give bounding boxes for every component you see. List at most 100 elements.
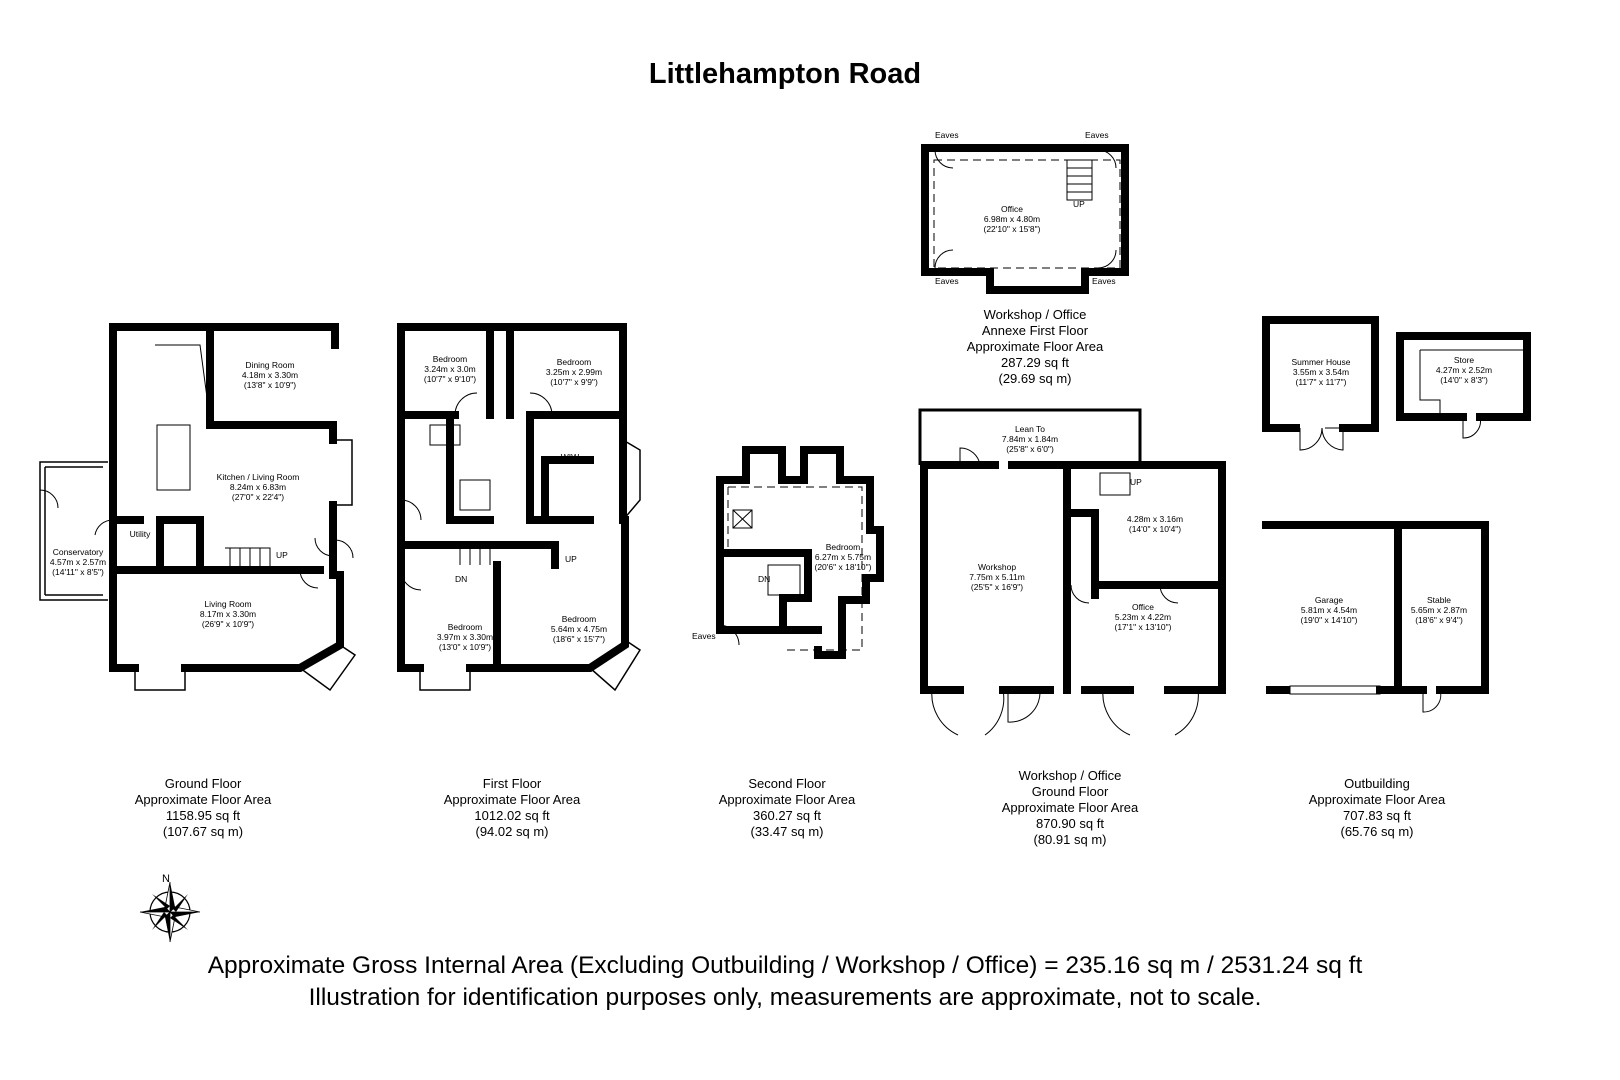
- room-label-conservatory: Conservatory 4.57m x 2.57m (14'11" x 8'5…: [50, 547, 106, 577]
- room-label-stable: Stable 5.65m x 2.87m (18'6" x 9'4"): [1411, 595, 1467, 625]
- room-label-lean-to: Lean To 7.84m x 1.84m (25'8" x 6'0"): [1002, 424, 1058, 454]
- svg-text:(25'8" x 6'0"): (25'8" x 6'0"): [1006, 444, 1054, 454]
- svg-text:(10'7" x 9'9"): (10'7" x 9'9"): [550, 377, 598, 387]
- svg-text:3.25m x 2.99m: 3.25m x 2.99m: [546, 367, 602, 377]
- eaves-label: Eaves: [935, 130, 959, 140]
- room-label-bedroom: Bedroom 5.64m x 4.75m (18'6" x 15'7"): [551, 614, 607, 644]
- stairs-up-label: UP: [1073, 199, 1085, 209]
- disclaimer-note: Illustration for identification purposes…: [308, 984, 1262, 1011]
- room-label-office: Office 5.23m x 4.22m (17'1" x 13'10"): [1114, 602, 1171, 632]
- second-floor-plan: DN Eaves Bedroom 6.27m x 5.75m (20'6" x …: [692, 446, 884, 659]
- plan-title: Littlehampton Road: [648, 58, 922, 90]
- svg-text:4.28m x 3.16m: 4.28m x 3.16m: [1127, 514, 1183, 524]
- svg-text:(27'0" x 22'4"): (27'0" x 22'4"): [232, 492, 284, 502]
- room-label-summer-house: Summer House 3.55m x 3.54m (11'7" x 11'7…: [1291, 357, 1350, 387]
- svg-text:(22'10" x 15'8"): (22'10" x 15'8"): [983, 224, 1040, 234]
- svg-text:5.23m x 4.22m: 5.23m x 4.22m: [1115, 612, 1171, 622]
- svg-text:3.97m x 3.30m: 3.97m x 3.30m: [437, 632, 493, 642]
- svg-text:(13'0" x 10'9"): (13'0" x 10'9"): [439, 642, 491, 652]
- room-label-bedroom: Bedroom 6.27m x 5.75m (20'6" x 18'10"): [814, 542, 871, 572]
- stairs-down-label: DN: [758, 574, 770, 584]
- svg-text:6.98m x 4.80m: 6.98m x 4.80m: [984, 214, 1040, 224]
- workshop-ground-floor-plan: UP Lean To 7.84m x 1.84m (25'8" x 6'0") …: [918, 408, 1226, 736]
- svg-text:Bedroom: Bedroom: [448, 622, 483, 632]
- svg-text:(19'0" x 14'10"): (19'0" x 14'10"): [1300, 615, 1357, 625]
- stairs-up-label: UP: [276, 550, 288, 560]
- svg-text:Lean To: Lean To: [1015, 424, 1045, 434]
- svg-text:Bedroom: Bedroom: [562, 614, 597, 624]
- svg-text:(14'0" x 8'3"): (14'0" x 8'3"): [1440, 375, 1488, 385]
- svg-text:(17'1" x 13'10"): (17'1" x 13'10"): [1114, 622, 1171, 632]
- eaves-label: Eaves: [692, 631, 716, 641]
- svg-text:Bedroom: Bedroom: [433, 354, 468, 364]
- svg-text:Stable: Stable: [1427, 595, 1451, 605]
- svg-text:5.64m x 4.75m: 5.64m x 4.75m: [551, 624, 607, 634]
- svg-text:4.18m x 3.30m: 4.18m x 3.30m: [242, 370, 298, 380]
- svg-text:3.24m x 3.0m: 3.24m x 3.0m: [424, 364, 476, 374]
- svg-text:Summer House: Summer House: [1291, 357, 1350, 367]
- svg-text:(13'8" x 10'9"): (13'8" x 10'9"): [244, 380, 296, 390]
- svg-text:5.81m x 4.54m: 5.81m x 4.54m: [1301, 605, 1357, 615]
- svg-text:8.24m x 6.83m: 8.24m x 6.83m: [230, 482, 286, 492]
- outbuilding-plan: Summer House 3.55m x 3.54m (11'7" x 11'7…: [1262, 316, 1531, 713]
- svg-text:(20'6" x 18'10"): (20'6" x 18'10"): [814, 562, 871, 572]
- room-label-room: 4.28m x 3.16m (14'0" x 10'4"): [1127, 514, 1183, 534]
- svg-text:7.75m x 5.11m: 7.75m x 5.11m: [969, 572, 1025, 582]
- room-label-utility: Utility: [130, 529, 152, 539]
- room-label-bedroom: Bedroom 3.24m x 3.0m (10'7" x 9'10"): [424, 354, 476, 384]
- eaves-label: Eaves: [1085, 130, 1109, 140]
- first-floor-plan: Bedroom 3.24m x 3.0m (10'7" x 9'10") Bed…: [397, 323, 642, 692]
- svg-text:4.57m x 2.57m: 4.57m x 2.57m: [50, 557, 106, 567]
- svg-text:Living Room: Living Room: [204, 599, 251, 609]
- svg-text:7.84m x 1.84m: 7.84m x 1.84m: [1002, 434, 1058, 444]
- svg-text:(26'9" x 10'9"): (26'9" x 10'9"): [202, 619, 254, 629]
- svg-text:4.27m x 2.52m: 4.27m x 2.52m: [1436, 365, 1492, 375]
- svg-text:(18'6" x 9'4"): (18'6" x 9'4"): [1415, 615, 1463, 625]
- svg-text:(25'5" x 16'9"): (25'5" x 16'9"): [971, 582, 1023, 592]
- svg-text:(10'7" x 9'10"): (10'7" x 9'10"): [424, 374, 476, 384]
- svg-text:Bedroom: Bedroom: [557, 357, 592, 367]
- room-label-workshop: Workshop 7.75m x 5.11m (25'5" x 16'9"): [969, 562, 1025, 592]
- svg-text:(11'7" x 11'7"): (11'7" x 11'7"): [1295, 377, 1346, 387]
- stairs-up-label: UP: [565, 554, 577, 564]
- svg-text:6.27m x 5.75m: 6.27m x 5.75m: [815, 552, 871, 562]
- stairs-down-label: DN: [455, 574, 467, 584]
- ground-floor-plan: Dining Room 4.18m x 3.30m (13'8" x 10'9"…: [39, 323, 357, 692]
- room-label-bedroom: Bedroom 3.25m x 2.99m (10'7" x 9'9"): [546, 357, 602, 387]
- north-label: N: [162, 873, 170, 885]
- svg-text:Bedroom: Bedroom: [826, 542, 861, 552]
- north-compass-icon: N: [139, 873, 201, 943]
- svg-text:8.17m x 3.30m: 8.17m x 3.30m: [200, 609, 256, 619]
- room-label-kitchen-living-room: Kitchen / Living Room 8.24m x 6.83m (27'…: [217, 472, 300, 502]
- stairs-up-label: UP: [1130, 477, 1142, 487]
- svg-text:(18'6" x 15'7"): (18'6" x 15'7"): [553, 634, 605, 644]
- svg-text:Conservatory: Conservatory: [53, 547, 104, 557]
- svg-text:Workshop: Workshop: [978, 562, 1016, 572]
- room-label-dining-room: Dining Room 4.18m x 3.30m (13'8" x 10'9"…: [242, 360, 298, 390]
- svg-text:(14'11" x 8'5"): (14'11" x 8'5"): [52, 567, 104, 577]
- svg-text:Office: Office: [1132, 602, 1154, 612]
- room-label-store: Store 4.27m x 2.52m (14'0" x 8'3"): [1436, 355, 1492, 385]
- room-label-bedroom: Bedroom 3.97m x 3.30m (13'0" x 10'9"): [437, 622, 493, 652]
- room-label-garage: Garage 5.81m x 4.54m (19'0" x 14'10"): [1300, 595, 1357, 625]
- annexe-first-floor-plan: Eaves Eaves Eaves Eaves UP Office 6.98m …: [921, 130, 1129, 294]
- svg-text:Store: Store: [1454, 355, 1475, 365]
- svg-text:5.65m x 2.87m: 5.65m x 2.87m: [1411, 605, 1467, 615]
- svg-text:(14'0" x 10'4"): (14'0" x 10'4"): [1129, 524, 1181, 534]
- svg-text:3.55m x 3.54m: 3.55m x 3.54m: [1293, 367, 1349, 377]
- svg-text:Dining Room: Dining Room: [245, 360, 294, 370]
- eaves-label: Eaves: [1092, 276, 1116, 286]
- gross-internal-area-note: Approximate Gross Internal Area (Excludi…: [207, 952, 1363, 979]
- eaves-label: Eaves: [935, 276, 959, 286]
- room-label-walk-in-wardrobe: WIW: [561, 452, 579, 462]
- room-label-office: Office 6.98m x 4.80m (22'10" x 15'8"): [983, 204, 1040, 234]
- svg-text:Kitchen / Living Room: Kitchen / Living Room: [217, 472, 300, 482]
- room-label-living-room: Living Room 8.17m x 3.30m (26'9" x 10'9"…: [200, 599, 256, 629]
